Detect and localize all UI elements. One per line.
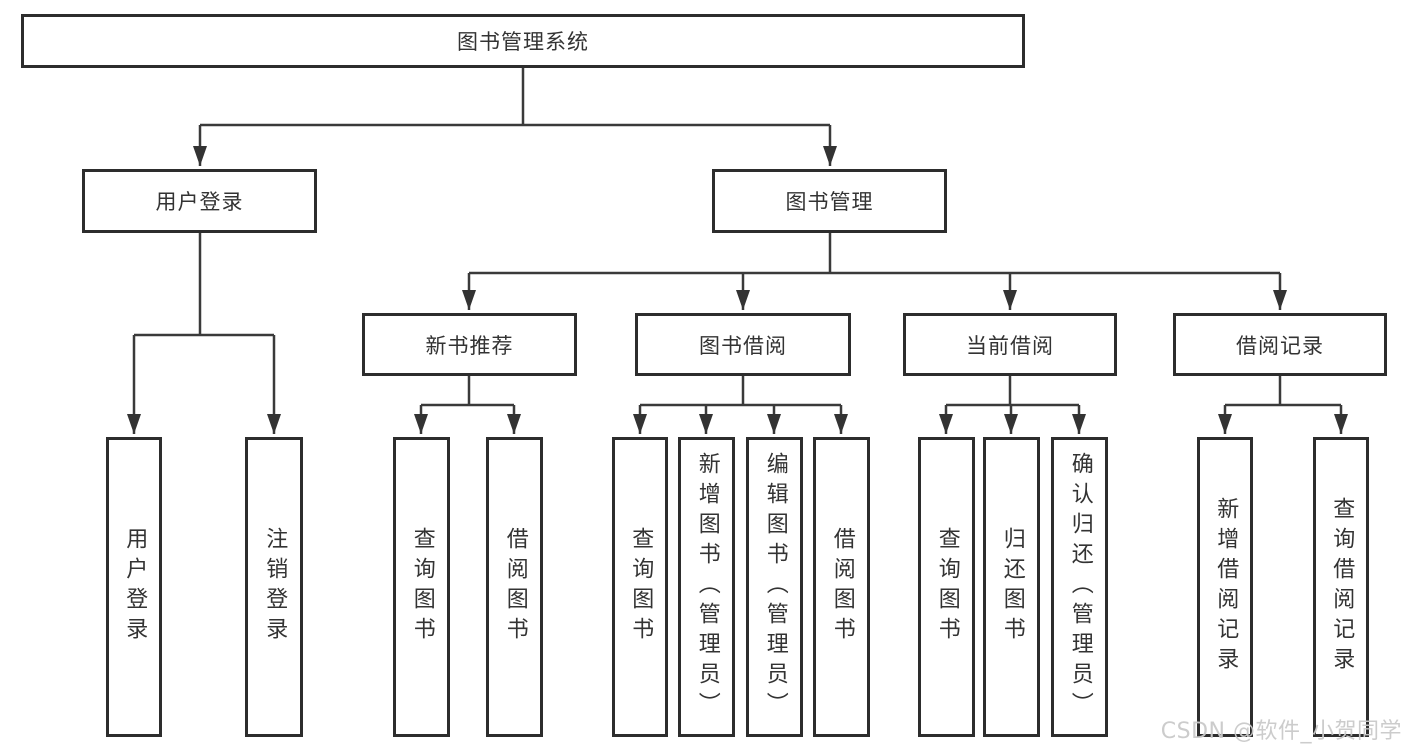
leaf-bb-query-books: 查询图书 [612, 437, 668, 737]
node-book-management: 图书管理 [712, 169, 947, 233]
leaf-nbr-query-books: 查询图书 [393, 437, 450, 737]
leaf-bb-edit-books-admin: 编辑图书（管理员） [746, 437, 803, 737]
connector-nbr-trunk [421, 376, 514, 407]
node-new-book-recommendation: 新书推荐 [362, 313, 577, 376]
leaf-cb-return-books: 归还图书 [983, 437, 1040, 737]
connector-bb-trunk [640, 376, 841, 407]
leaf-bb-borrow-books: 借阅图书 [813, 437, 870, 737]
connector-book-mgmt-trunk [469, 233, 1280, 275]
connector-root-trunk [200, 68, 830, 127]
node-borrowing-records: 借阅记录 [1173, 313, 1387, 376]
leaf-br-query-record: 查询借阅记录 [1313, 437, 1369, 737]
node-book-borrowing: 图书借阅 [635, 313, 851, 376]
leaf-nbr-borrow-books: 借阅图书 [486, 437, 543, 737]
node-user-login: 用户登录 [82, 169, 317, 233]
csdn-watermark: CSDN @软件_小贺同学 [1160, 719, 1402, 744]
node-system-root: 图书管理系统 [21, 14, 1025, 68]
node-current-borrowing: 当前借阅 [903, 313, 1117, 376]
leaf-bb-add-books-admin: 新增图书（管理员） [678, 437, 735, 737]
leaf-user-login: 用户登录 [106, 437, 162, 737]
leaf-br-add-record: 新增借阅记录 [1197, 437, 1253, 737]
connector-cb-trunk [946, 376, 1079, 407]
leaf-cb-query-books: 查询图书 [918, 437, 975, 737]
connector-user-login-trunk [134, 233, 274, 337]
connector-br-trunk [1225, 376, 1341, 407]
leaf-cb-confirm-return-admin: 确认归还（管理员） [1051, 437, 1108, 737]
leaf-logout: 注销登录 [245, 437, 303, 737]
